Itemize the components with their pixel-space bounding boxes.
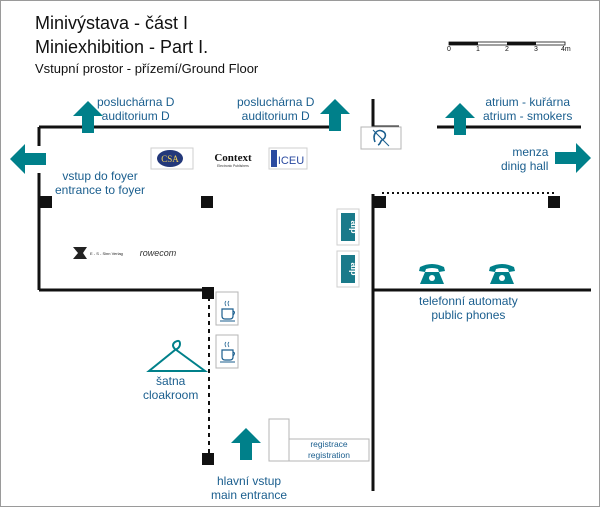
aip-logo-text-1: aip — [349, 220, 359, 234]
floor-subtitle: Vstupní prostor - přízemí/Ground Floor — [35, 61, 259, 76]
arrow-left-icon — [10, 144, 46, 174]
exhibitor-context: Context Electronic Publishers — [209, 149, 257, 169]
context-logo-text: Context — [214, 152, 252, 164]
scale-tick: 1 — [476, 46, 480, 53]
exhibitor-esf: E - S - Sinn Verlag — [73, 247, 123, 259]
scale-bar — [448, 41, 566, 46]
ear-icon — [360, 126, 402, 150]
arrow-up-icon — [445, 103, 475, 135]
pillars — [40, 196, 560, 465]
iceu-logo-text: ICEU — [278, 155, 304, 167]
coffee-icon — [215, 334, 239, 369]
map-title-english: Miniexhibition - Part I. — [35, 37, 209, 57]
arrow-up-icon — [231, 428, 261, 460]
scale-tick: 0 — [447, 46, 451, 53]
exhibitor-csa: CSA — [150, 147, 194, 170]
context-logo-subtext: Electronic Publishers — [217, 164, 249, 168]
esf-logo-text: E - S - Sinn Verlag — [90, 251, 123, 256]
registration-label-cz: registrace — [310, 439, 348, 449]
exhibitor-aip-1: aip — [336, 208, 360, 246]
rowecom-logo-text: rowecom — [140, 248, 177, 258]
phone-icon — [489, 264, 515, 284]
exhibitor-aip-2: aip — [336, 250, 360, 288]
map-title: Minivýstava - část I — [35, 13, 189, 33]
arrow-right-icon — [555, 143, 591, 173]
exhibitor-rowecom: rowecom — [138, 244, 178, 262]
registration-desk — [268, 418, 370, 462]
phone-icon — [419, 264, 445, 284]
csa-logo-text: CSA — [161, 154, 179, 164]
coffee-icon — [215, 291, 239, 326]
registration-label-en: registration — [308, 450, 350, 460]
aip-logo-text-2: aip — [349, 262, 359, 276]
hanger-icon — [146, 339, 209, 372]
scale-tick: 2 — [505, 46, 509, 53]
scale-tick: 3 — [534, 46, 538, 53]
exhibitor-iceu: ICEU — [268, 147, 308, 170]
scale-tick: 4m — [561, 46, 571, 53]
